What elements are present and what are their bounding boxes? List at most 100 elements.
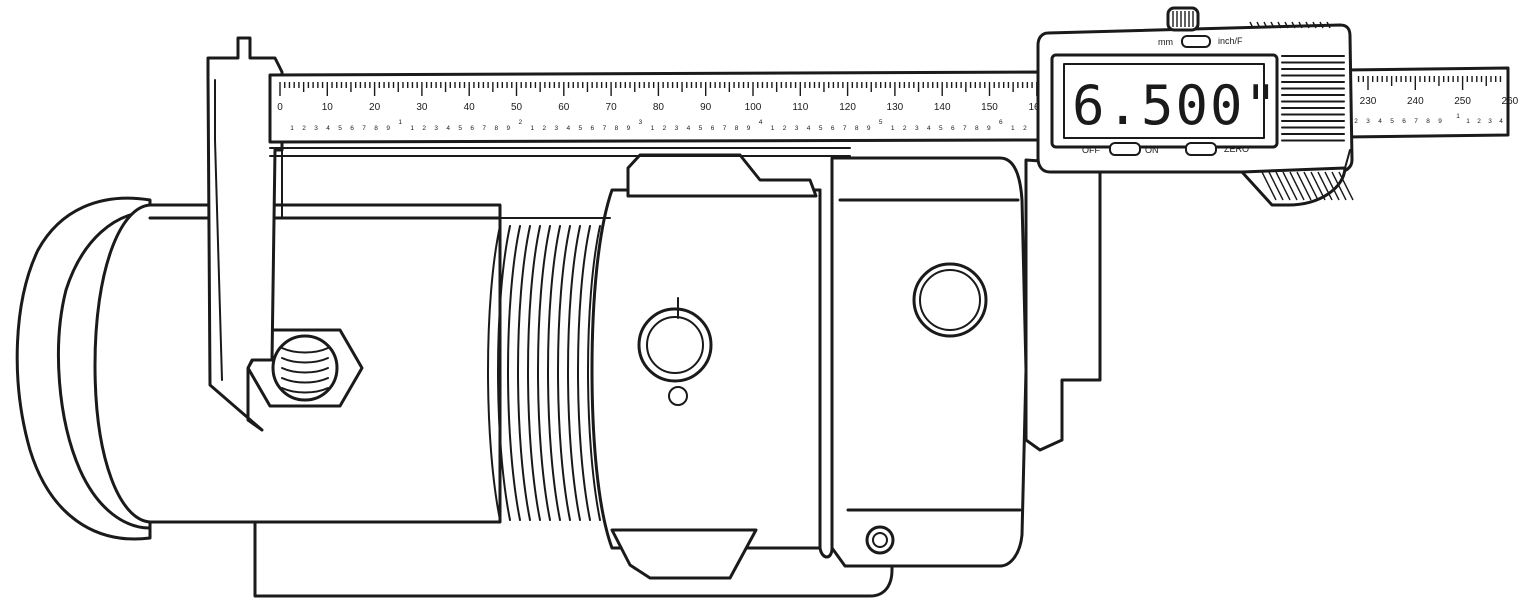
inch-sub-digit: 6 <box>350 125 354 132</box>
inch-sub-digit: 4 <box>1499 118 1503 125</box>
coupling-left-body <box>590 188 822 550</box>
knurl-line <box>1289 171 1305 201</box>
serration <box>1305 21 1310 29</box>
serration <box>1263 21 1268 29</box>
inch-sub-digit: 5 <box>579 125 583 132</box>
inch-sub-digit: 7 <box>963 125 967 132</box>
coupling-right-body <box>830 156 1028 568</box>
inch-sub-digit: 9 <box>987 125 991 132</box>
inch-sub-digit: 4 <box>567 125 571 132</box>
inch-sub-digit: 5 <box>939 125 943 132</box>
on-label: ON <box>1145 145 1159 155</box>
knurl-line <box>1303 171 1319 201</box>
inch-sub-digit: 8 <box>975 125 979 132</box>
inch-sub-digit: 7 <box>723 125 727 132</box>
thumb-rest[interactable] <box>1240 166 1347 207</box>
inch-sub-digit: 8 <box>374 125 378 132</box>
inch-sub-digit: 3 <box>555 125 559 132</box>
thread-line <box>567 225 581 521</box>
inch-sub-digit: 8 <box>494 125 498 132</box>
scale-label: 230 <box>1360 96 1377 107</box>
inch-sub-digit: 2 <box>542 125 546 132</box>
scale-label: 60 <box>558 102 570 113</box>
scale-label: 80 <box>653 102 665 113</box>
extension-scale-ticks <box>1357 76 1502 90</box>
lcd-screen <box>1063 63 1265 139</box>
inch-mark: 1 <box>1456 113 1460 120</box>
thumb-wheel[interactable] <box>1166 6 1200 32</box>
left-flange-inner <box>56 210 152 530</box>
knurl-line <box>1282 171 1298 201</box>
scale-label: 110 <box>792 102 808 113</box>
scale-label: 40 <box>464 102 476 113</box>
inch-sub-digit: 1 <box>290 125 294 132</box>
knurl-line <box>1338 171 1354 201</box>
inch-label: inch/F <box>1218 36 1243 46</box>
serration <box>1256 21 1261 29</box>
moving-jaw-edge <box>1344 149 1351 169</box>
head-serrations <box>1249 21 1331 29</box>
inch-sub-digit: 2 <box>1354 118 1358 125</box>
inch-sub-digit: 9 <box>1438 118 1442 125</box>
inch-sub-digit: 9 <box>747 125 751 132</box>
inch-sub-digit: 4 <box>807 125 811 132</box>
scale-label: 30 <box>416 102 428 113</box>
zero-button[interactable] <box>1185 142 1217 156</box>
inch-mark: 3 <box>639 119 643 126</box>
inch-sub-digit: 4 <box>446 125 450 132</box>
knurl-line <box>1331 171 1347 201</box>
serration <box>1326 21 1331 29</box>
fixed-jaw-inner <box>214 79 223 381</box>
bottom-screw-inner <box>872 532 888 548</box>
main-scale-ticks <box>279 82 1076 96</box>
thread-line <box>507 225 521 521</box>
nut-thread-line <box>281 357 329 364</box>
grip-ribs <box>1281 55 1345 142</box>
inch-sub-digit: 9 <box>867 125 871 132</box>
serration <box>1298 21 1303 29</box>
inch-sub-digit: 3 <box>795 125 799 132</box>
unit-toggle-button[interactable] <box>1181 35 1211 48</box>
thumb-rest-knurl <box>1261 171 1354 201</box>
inch-sub-digit: 6 <box>591 125 595 132</box>
bottom-screw <box>865 525 895 555</box>
inch-sub-digit: 6 <box>1402 118 1406 125</box>
inch-sub-digit: 5 <box>1390 118 1394 125</box>
inch-sub-digit: 4 <box>326 125 330 132</box>
inch-sub-digit: 2 <box>302 125 306 132</box>
inch-sub-digit: 3 <box>314 125 318 132</box>
inch-sub-digit: 7 <box>482 125 486 132</box>
inch-sub-digit: 1 <box>771 125 775 132</box>
knurl-line <box>1268 171 1284 201</box>
knurl-line <box>1324 171 1340 201</box>
inch-sub-digit: 5 <box>338 125 342 132</box>
hex-nut-threads <box>281 347 329 394</box>
scale-label: 100 <box>745 102 762 113</box>
inch-mark: 6 <box>999 119 1003 126</box>
nut-thread-line <box>281 387 329 394</box>
inch-sub-digit: 8 <box>855 125 859 132</box>
inch-sub-digit: 4 <box>1378 118 1382 125</box>
inch-sub-digit: 6 <box>470 125 474 132</box>
inch-mark: 4 <box>759 119 763 126</box>
scale-label: 20 <box>369 102 381 113</box>
knurl-line <box>1261 171 1277 201</box>
thread-line <box>587 225 601 521</box>
power-button[interactable] <box>1109 142 1141 156</box>
inch-sub-digit: 4 <box>687 125 691 132</box>
inch-mark: 2 <box>518 119 522 126</box>
jaw-lower-rail <box>281 149 611 219</box>
right-bracket <box>1024 158 1102 452</box>
hex-nut-bore <box>271 334 339 402</box>
zero-label: ZERO <box>1224 144 1249 154</box>
coupling-right-hole-inner <box>919 269 981 331</box>
serration <box>1291 21 1296 29</box>
coupling-left-hole <box>637 307 713 383</box>
thread-line <box>487 225 501 521</box>
thread-line <box>537 225 551 521</box>
inch-sub-digit: 6 <box>831 125 835 132</box>
inch-sub-digit: 7 <box>362 125 366 132</box>
